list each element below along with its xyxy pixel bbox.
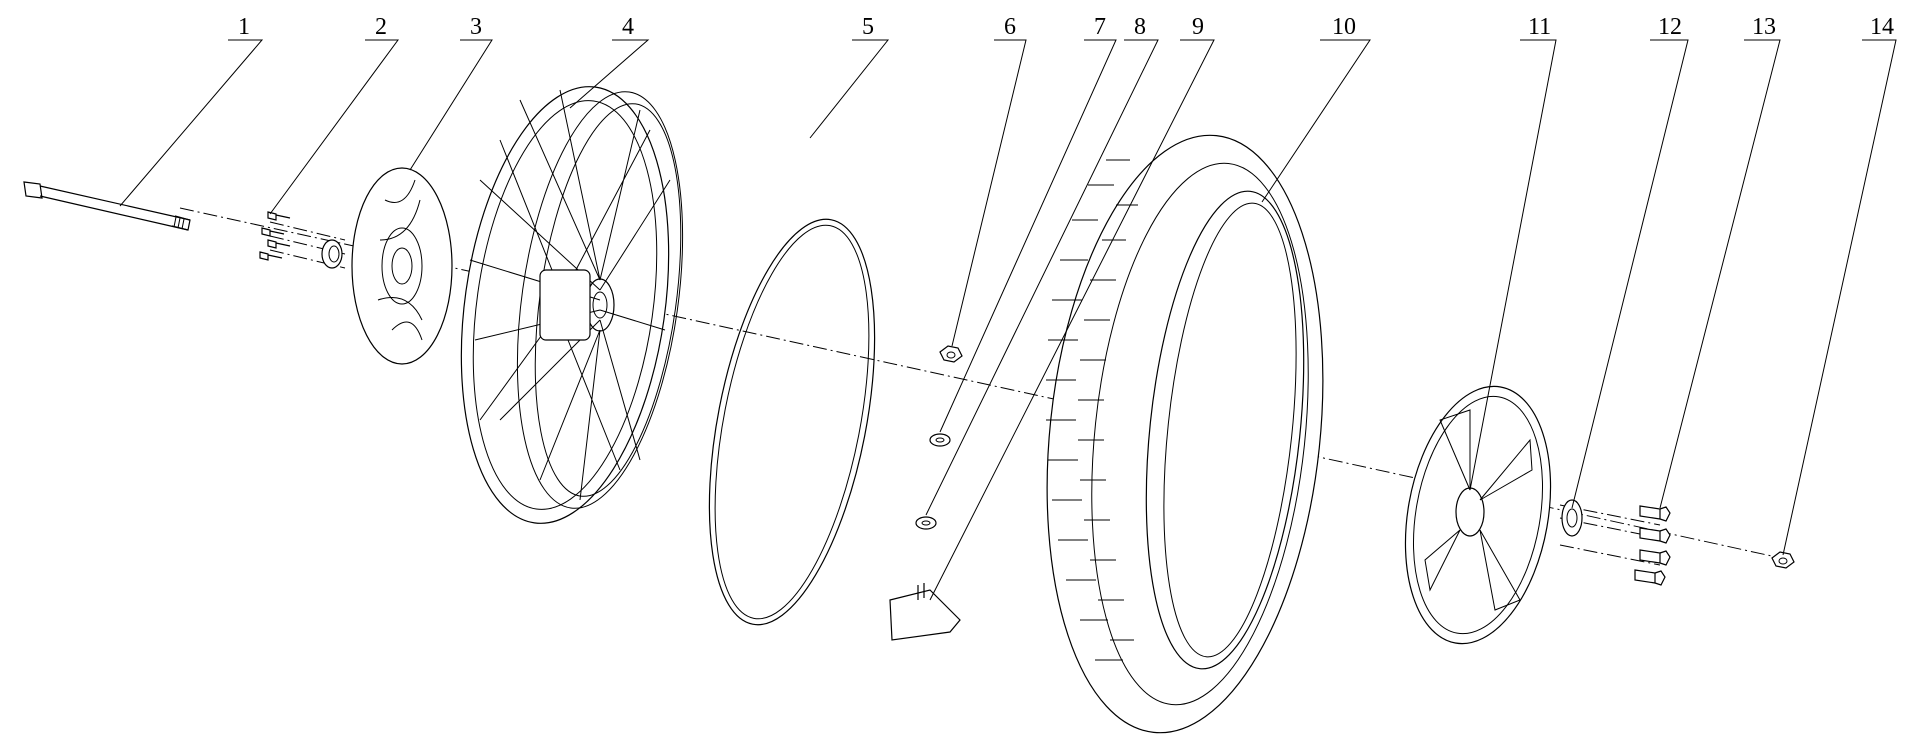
sprocket-spacer-part <box>1561 499 1583 537</box>
axle-part <box>23 181 191 231</box>
callout-label-3: 3 <box>470 14 482 40</box>
callout-label-11: 11 <box>1528 14 1551 40</box>
brake-disc-part <box>351 167 453 365</box>
callout-label-7: 7 <box>1094 14 1106 40</box>
lock-washer-part <box>929 433 951 447</box>
valve-pad-part <box>889 583 961 641</box>
callout-label-9: 9 <box>1192 14 1204 40</box>
callout-label-1: 1 <box>238 14 250 40</box>
callout-label-6: 6 <box>1004 14 1016 40</box>
callout-label-13: 13 <box>1752 14 1776 40</box>
valve-nut-part <box>939 345 963 363</box>
callout-label-8: 8 <box>1134 14 1146 40</box>
sprocket-part <box>1404 385 1552 645</box>
callout-label-12: 12 <box>1658 14 1682 40</box>
callout-label-14: 14 <box>1870 14 1894 40</box>
callout-label-2: 2 <box>375 14 387 40</box>
disc-bolts-part <box>259 211 343 269</box>
axle-nut-part <box>1771 551 1795 569</box>
spoked-wheel-part <box>460 86 684 524</box>
flat-washer-part <box>915 516 937 530</box>
rim-band-part <box>708 218 876 626</box>
knobby-tyre-part <box>1046 134 1324 734</box>
callout-label-4: 4 <box>622 14 634 40</box>
leader-lines <box>119 39 1897 601</box>
callout-label-5: 5 <box>862 14 874 40</box>
sprocket-bolts-part <box>1634 505 1671 586</box>
callout-label-10: 10 <box>1332 14 1356 40</box>
